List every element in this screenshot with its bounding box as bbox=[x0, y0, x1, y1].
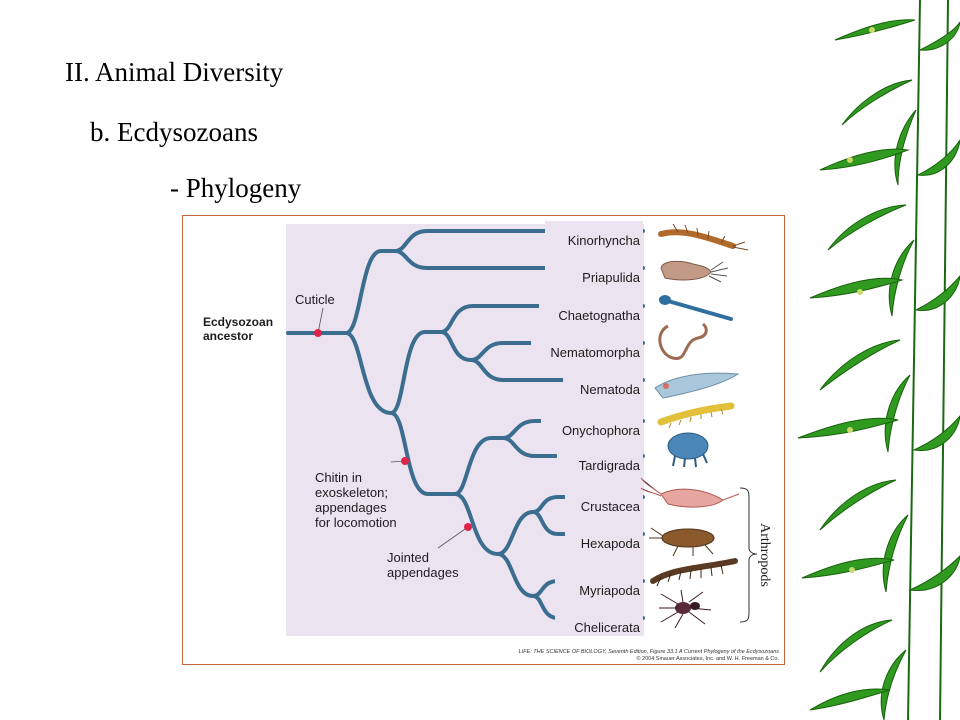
cockroach-illustration bbox=[649, 527, 715, 557]
trait-jointed-2: appendages bbox=[387, 565, 459, 580]
taxon-chaetognatha: Chaetognatha bbox=[558, 308, 640, 323]
trait-chitin-4: for locomotion bbox=[315, 515, 397, 530]
taxon-nematomorpha: Nematomorpha bbox=[550, 345, 640, 360]
credit-line-2: © 2004 Sinauer Associates, Inc. and W. H… bbox=[636, 655, 779, 662]
taxon-nematoda: Nematoda bbox=[580, 382, 641, 397]
root-label-line2: ancestor bbox=[203, 329, 253, 343]
bamboo-leaves-decoration bbox=[797, 0, 960, 720]
trait-chitin-1: Chitin in bbox=[315, 470, 362, 485]
horsehair-worm-illustration bbox=[658, 322, 708, 360]
trait-chitin-2: exoskeleton; bbox=[315, 485, 388, 500]
taxon-priapulida: Priapulida bbox=[582, 270, 641, 285]
phylogeny-tree: Kinorhyncha Priapulida Chaetognatha Nema… bbox=[203, 221, 780, 662]
trait-cuticle: Cuticle bbox=[295, 292, 335, 307]
cuticle-marker bbox=[314, 329, 322, 337]
branch-tardigrada bbox=[501, 436, 545, 458]
velvet-worm-illustration bbox=[657, 402, 735, 429]
taxon-myriapoda: Myriapoda bbox=[579, 583, 640, 598]
branch-to-kp bbox=[344, 249, 397, 335]
trait-chitin-3: appendages bbox=[315, 500, 387, 515]
nematode-illustration bbox=[654, 372, 740, 399]
phylogeny-figure: Kinorhyncha Priapulida Chaetognatha Nema… bbox=[182, 215, 785, 665]
branch-nematoda bbox=[469, 358, 545, 382]
jointed-marker bbox=[464, 523, 472, 531]
branch-to-arthropods bbox=[453, 492, 500, 556]
chitin-marker bbox=[401, 457, 409, 465]
credit-line-1: LIFE: THE SCIENCE OF BIOLOGY, Seventh Ed… bbox=[519, 649, 780, 655]
branch-to-rest bbox=[344, 331, 393, 415]
taxon-crustacea: Crustacea bbox=[581, 499, 641, 514]
branch-to-ot bbox=[453, 436, 505, 496]
branch-nm-node bbox=[439, 330, 473, 362]
spider-illustration bbox=[659, 589, 712, 629]
priapulid-illustration bbox=[660, 260, 729, 283]
branch-hexapoda bbox=[531, 510, 645, 536]
taxon-chelicerata: Chelicerata bbox=[574, 620, 641, 635]
slide-heading-3: - Phylogeny bbox=[170, 173, 302, 203]
group-label-arthropods: Arthropods bbox=[757, 523, 772, 587]
taxon-labels: Kinorhyncha Priapulida Chaetognatha Nema… bbox=[550, 233, 640, 635]
branch-to-mc bbox=[496, 552, 535, 598]
branch-to-panarthropoda bbox=[389, 411, 457, 496]
taxon-hexapoda: Hexapoda bbox=[581, 536, 641, 551]
water-bear-illustration bbox=[667, 432, 709, 468]
trait-jointed-1: Jointed bbox=[387, 550, 429, 565]
arrow-worm-illustration bbox=[659, 295, 733, 321]
centipede-illustration bbox=[650, 558, 738, 587]
slide-heading-2: b. Ecdysozoans bbox=[90, 117, 258, 147]
slide-heading-1: II. Animal Diversity bbox=[65, 57, 284, 87]
taxon-onychophora: Onychophora bbox=[562, 423, 641, 438]
shrimp-illustration bbox=[640, 477, 740, 508]
root-label-line1: Ecdysozoan bbox=[203, 315, 273, 329]
branch-to-nem bbox=[389, 330, 443, 415]
taxon-kinorhyncha: Kinorhyncha bbox=[568, 233, 641, 248]
arthropods-bracket bbox=[739, 487, 758, 623]
kinorhynch-illustration bbox=[658, 223, 749, 251]
branch-priapulida bbox=[393, 249, 545, 270]
taxon-tardigrada: Tardigrada bbox=[579, 458, 641, 473]
